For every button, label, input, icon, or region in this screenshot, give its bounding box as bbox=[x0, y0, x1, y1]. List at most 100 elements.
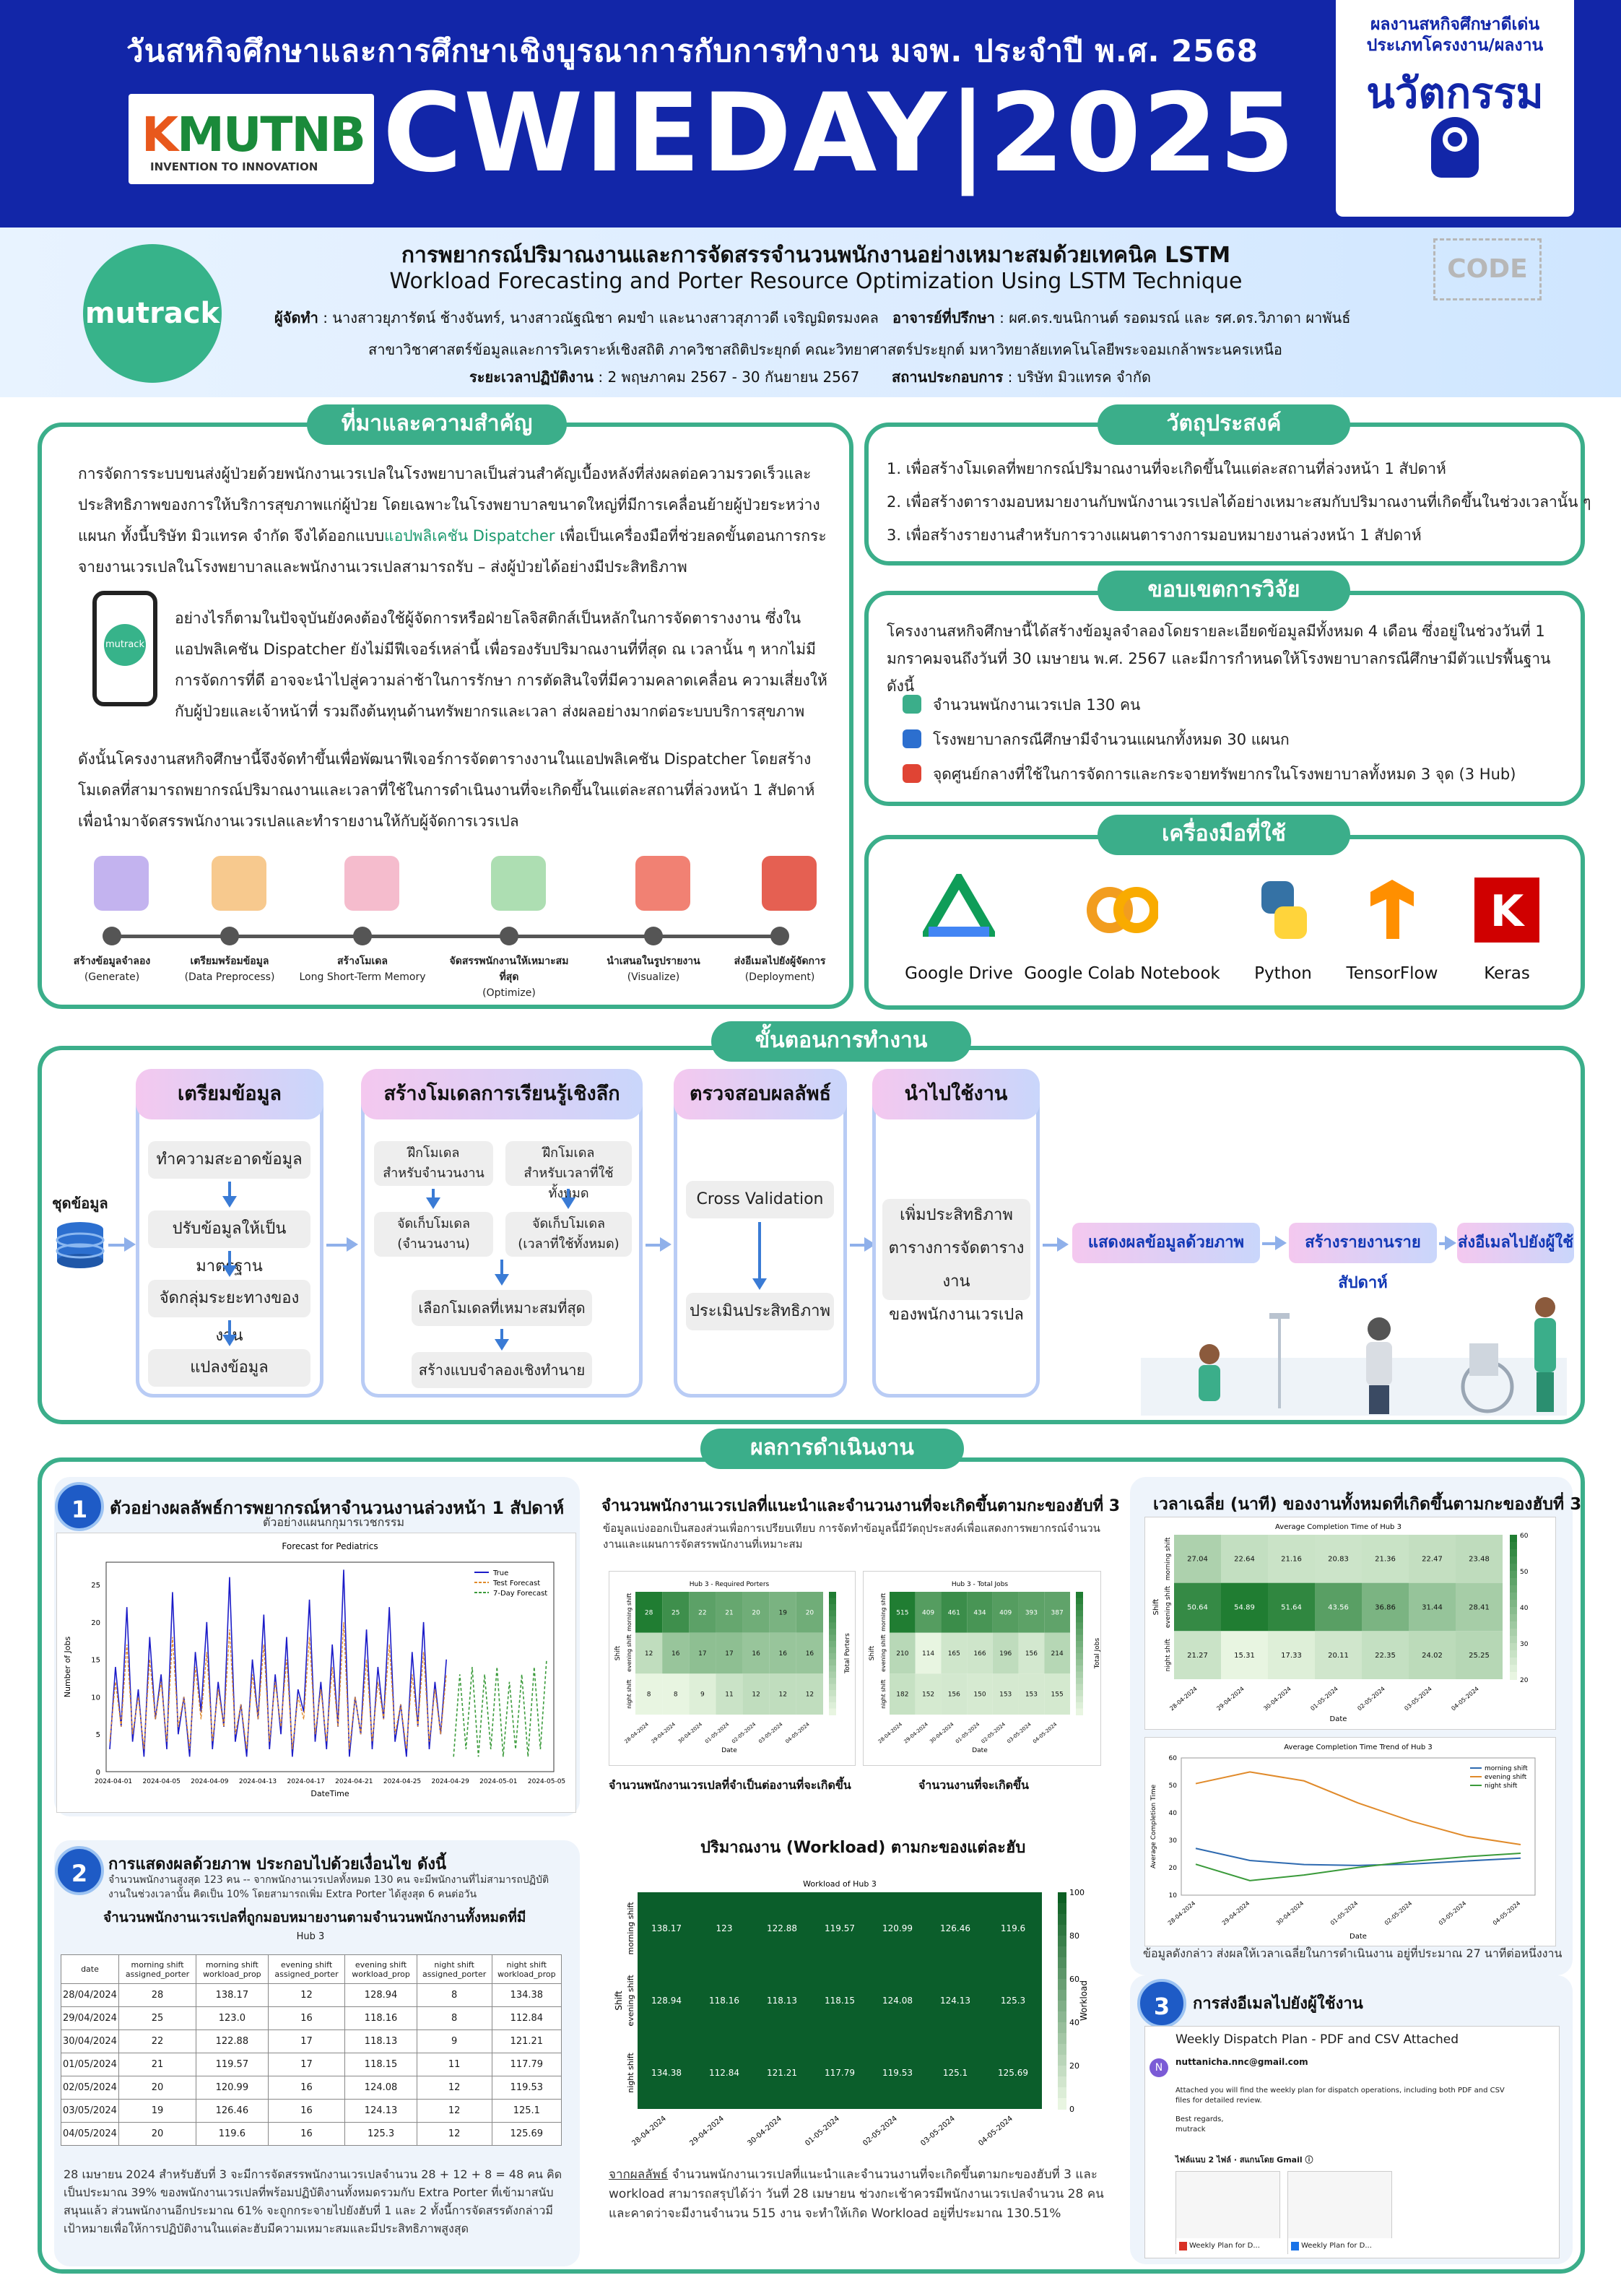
deploy-title: นำไปใช้งาน bbox=[872, 1069, 1040, 1119]
advisor-label: อาจารย์ที่ปรึกษา bbox=[892, 309, 995, 326]
arrow-line bbox=[228, 1182, 231, 1197]
y-tick-label: 40 bbox=[1169, 1810, 1178, 1817]
table-cell: 17 bbox=[267, 2029, 346, 2053]
colorbar-segment bbox=[829, 1671, 836, 1678]
heatmap-cell bbox=[1044, 1592, 1070, 1633]
heatmap-cell bbox=[941, 1592, 968, 1633]
department: สาขาวิชาศาสตร์ข้อมูลและการวิเคราะห์เชิงส… bbox=[368, 341, 1282, 358]
table-cell: 125.69 bbox=[491, 2122, 562, 2146]
timeline-label: เตรียมพร้อมข้อมูล(Data Preprocess) bbox=[165, 953, 295, 985]
email-subject: Weekly Dispatch Plan - PDF and CSV Attac… bbox=[1175, 2032, 1459, 2047]
colorbar-segment bbox=[1510, 1578, 1517, 1586]
col-label: 29-04-2024 bbox=[688, 2115, 726, 2148]
heatmap-value: 21.36 bbox=[1375, 1556, 1396, 1564]
colorbar-segment bbox=[1076, 1671, 1083, 1678]
y-tick-label: 5 bbox=[96, 1731, 100, 1739]
table-cell: 123.0 bbox=[196, 2006, 269, 2030]
x-tick-label: 2024-05-05 bbox=[528, 1778, 565, 1785]
series-line-test-forecast bbox=[109, 1621, 447, 1750]
colorbar-segment bbox=[1510, 1556, 1517, 1564]
arrow-line bbox=[228, 1251, 231, 1267]
col-label: 04-05-2024 bbox=[977, 2115, 1014, 2148]
y-tick-label: 60 bbox=[1169, 1755, 1178, 1762]
arrow-line bbox=[758, 1222, 761, 1280]
arrow-head bbox=[426, 1197, 440, 1209]
table-header-cell: morning shift assigned_porter bbox=[118, 1954, 197, 1984]
colorbar-segment bbox=[1510, 1636, 1517, 1644]
heatmap-cell bbox=[926, 1964, 984, 2037]
colorbar-segment bbox=[1076, 1629, 1083, 1636]
colorbar-segment bbox=[1076, 1708, 1083, 1715]
heatmap-value: 121.21 bbox=[767, 2068, 797, 2078]
heatmap-cell bbox=[689, 1673, 716, 1715]
heatmap-value: 20.83 bbox=[1328, 1556, 1349, 1564]
period-label: ระยะเวลาปฏิบัติงาน bbox=[469, 368, 594, 386]
colab-icon bbox=[1086, 874, 1160, 946]
colorbar-segment bbox=[1510, 1535, 1517, 1543]
heatmap-cell bbox=[967, 1592, 993, 1633]
colorbar-segment bbox=[1510, 1672, 1517, 1680]
colorbar-segment bbox=[829, 1653, 836, 1660]
prep-step: แปลงข้อมูล bbox=[148, 1349, 310, 1387]
heatmap-value: 118.13 bbox=[767, 1996, 797, 2006]
heatmap-value: 21.16 bbox=[1281, 1556, 1302, 1564]
forecast-chart-svg: Forecast for Pediatrics05101520252024-04… bbox=[63, 1541, 565, 1798]
arrow-head bbox=[495, 1274, 509, 1286]
attachment-csv[interactable]: Weekly Plan for D... bbox=[1287, 2171, 1393, 2254]
colorbar-tick: 60 bbox=[1520, 1533, 1529, 1540]
table-cell: 134.38 bbox=[491, 1983, 562, 2007]
timeline-label-th: นำเสนอในรูปรายงาน bbox=[607, 956, 700, 967]
scope-item: จุดศูนย์กลางที่ใช้ในการจัดการและกระจายทร… bbox=[933, 766, 1516, 783]
heatmap-cell bbox=[1018, 1632, 1045, 1674]
timeline-label: ส่งอีเมลไปยังผู้จัดการ(Deployment) bbox=[715, 953, 845, 985]
row-label: night shift bbox=[626, 1679, 633, 1708]
heatmap-cell bbox=[941, 1632, 968, 1674]
heatmap-value: 166 bbox=[973, 1650, 986, 1658]
heatmap-cell bbox=[984, 2037, 1042, 2109]
heatmap-cell bbox=[1268, 1535, 1315, 1583]
table-cell: 118.16 bbox=[344, 2006, 417, 2030]
colorbar-segment bbox=[1058, 2076, 1066, 2088]
svg-text:K: K bbox=[1490, 886, 1526, 937]
build-predictive-model: สร้างแบบจำลองเชิงทำนาย bbox=[412, 1352, 592, 1388]
result-3-badge: 3 bbox=[1137, 1979, 1186, 2028]
heatmap-value: 54.89 bbox=[1234, 1603, 1255, 1611]
series-line-morning-shift bbox=[1195, 1847, 1521, 1866]
heatmap-cell bbox=[811, 2037, 869, 2109]
objective-item: 3. เพื่อสร้างรายงานสำหรับการวางแผนตารางก… bbox=[887, 527, 1422, 544]
heatmap-value: 515 bbox=[896, 1609, 908, 1616]
timeline-label-en: (Visualize) bbox=[627, 971, 680, 983]
colorbar-segment bbox=[1076, 1684, 1083, 1691]
table-cell: 119.53 bbox=[491, 2076, 562, 2100]
heatmap-cell bbox=[1044, 1673, 1070, 1715]
heatmap-value: 125.1 bbox=[943, 2068, 968, 2078]
col-label: 28-04-2024 bbox=[1168, 1686, 1198, 1712]
colorbar-tick: 0 bbox=[1069, 2105, 1074, 2114]
output-visualize: แสดงผลข้อมูลด้วยภาพ bbox=[1072, 1223, 1260, 1263]
col-label: 30-04-2024 bbox=[677, 1721, 704, 1745]
python-icon bbox=[1247, 874, 1319, 946]
heatmap-cell bbox=[1315, 1631, 1362, 1679]
heatmap-cell bbox=[662, 1592, 690, 1633]
table-cell: 125.3 bbox=[344, 2122, 417, 2146]
company-line: สถานประกอบการ : บริษัท มิวแทรค จำกัด bbox=[892, 365, 1151, 389]
col-label: 01-05-2024 bbox=[955, 1721, 981, 1745]
evaluate-performance: ประเมินประสิทธิภาพ bbox=[686, 1293, 834, 1330]
y-tick-label: 10 bbox=[1169, 1892, 1178, 1899]
scope-title: ขอบเขตการวิจัย bbox=[1098, 571, 1350, 611]
heatmap-value: 210 bbox=[896, 1650, 908, 1658]
heatmap-cell bbox=[753, 1964, 811, 2037]
advisors: : ผศ.ดร.ขนนิกานต์ รอดมรณ์ และ รศ.ดร.วิภา… bbox=[999, 309, 1351, 326]
y-tick-label: 50 bbox=[1169, 1782, 1178, 1790]
data-gear-icon bbox=[212, 856, 266, 911]
workflow-title: ขั้นตอนการทำงาน bbox=[711, 1021, 971, 1062]
timeline-label-en: Long Short-Term Memory bbox=[299, 971, 426, 983]
colorbar-segment bbox=[1058, 2055, 1066, 2066]
attachment-pdf[interactable]: Weekly Plan for D... bbox=[1175, 2171, 1281, 2254]
x-tick-label: 2024-04-13 bbox=[239, 1778, 277, 1785]
col-label: 30-04-2024 bbox=[746, 2115, 783, 2148]
legend-label: night shift bbox=[1485, 1782, 1518, 1790]
